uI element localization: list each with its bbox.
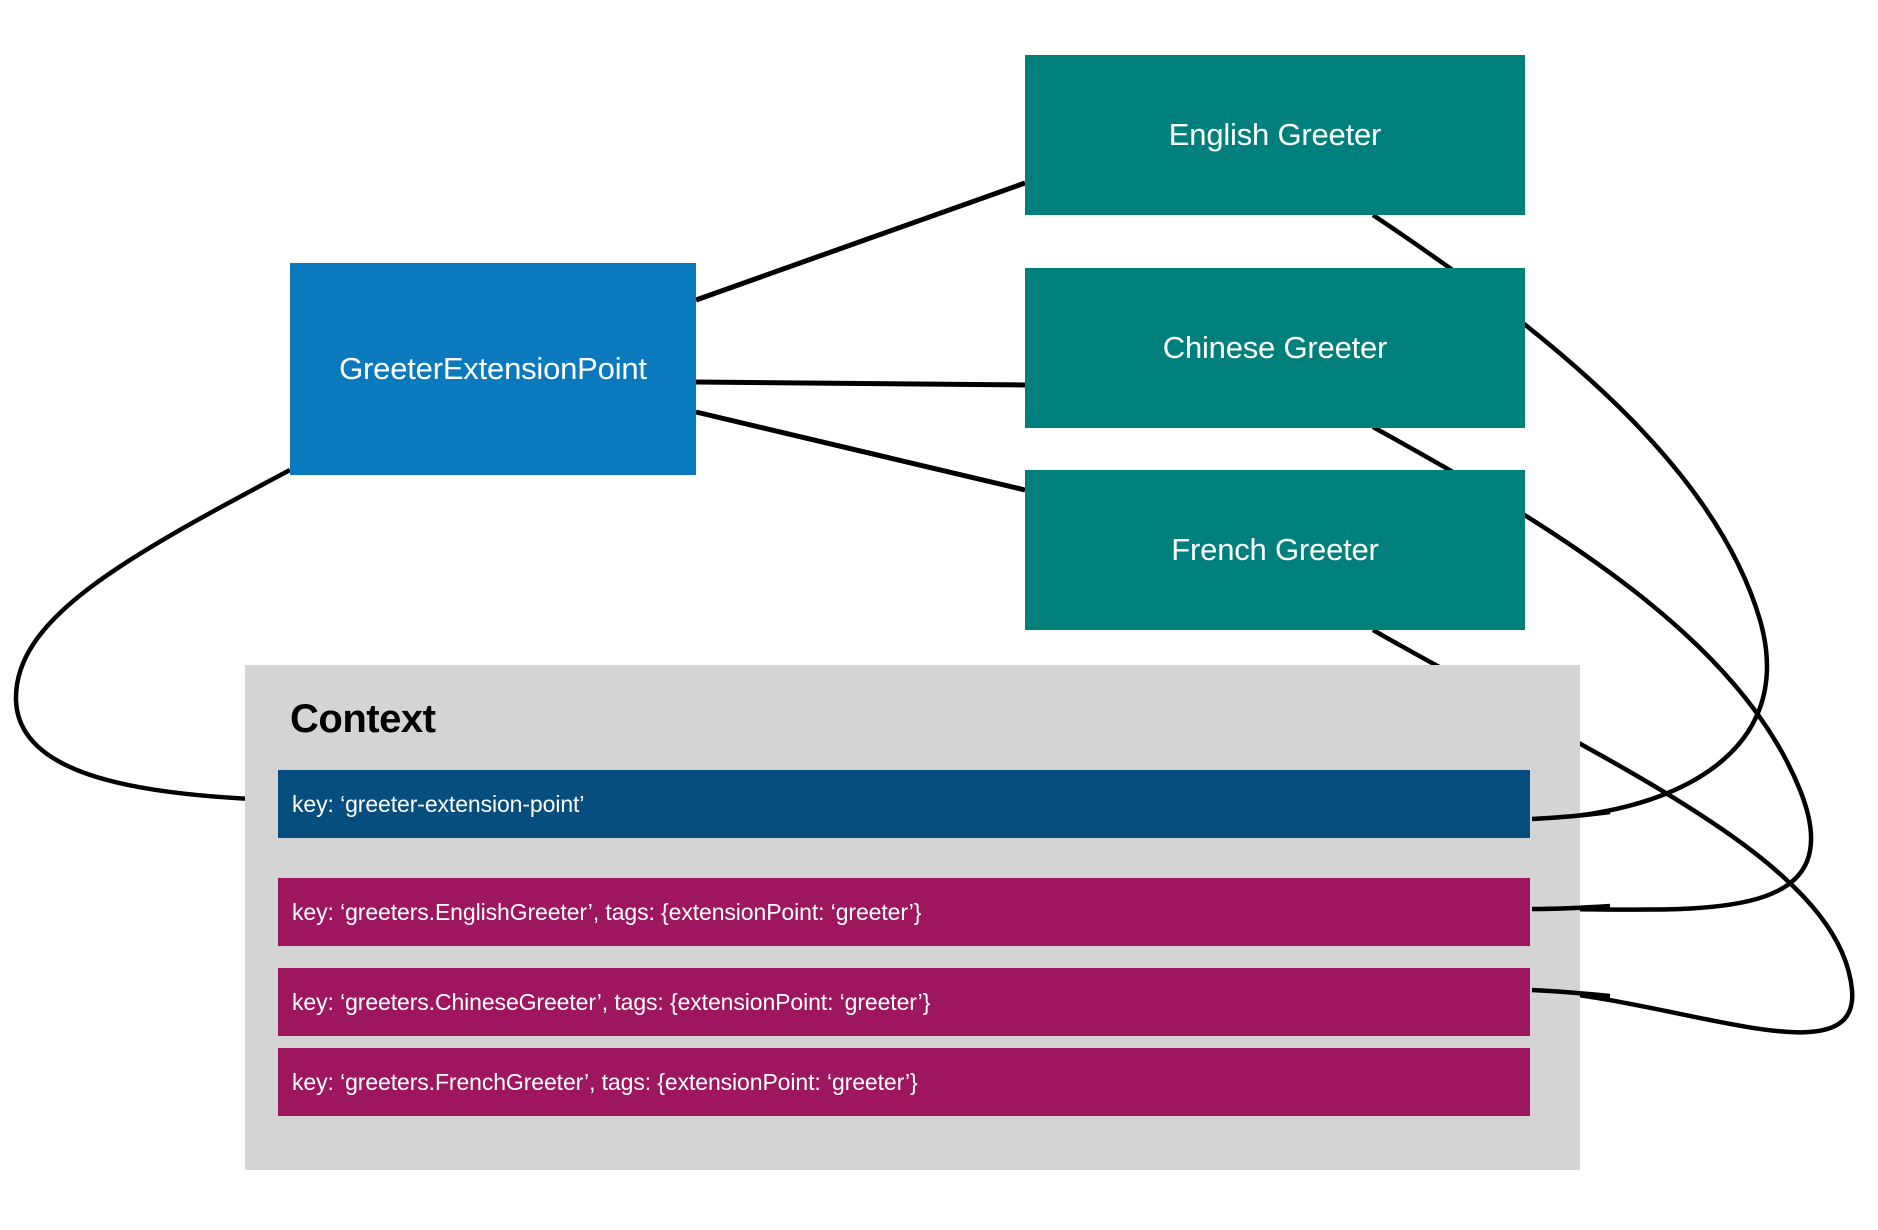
- edge-ep-to-french-greeter: [695, 409, 1026, 493]
- node-chinese-greeter[interactable]: Chinese Greeter: [1025, 268, 1525, 428]
- context-row-label: key: ‘greeters.ChineseGreeter’, tags: {e…: [292, 988, 931, 1015]
- context-row-label: key: ‘greeters.FrenchGreeter’, tags: {ex…: [292, 1068, 918, 1095]
- node-greeter-extension-point[interactable]: GreeterExtensionPoint: [290, 263, 696, 475]
- context-panel-title: Context: [290, 697, 436, 741]
- context-row-chinese-greeter-key[interactable]: key: ‘greeters.ChineseGreeter’, tags: {e…: [278, 968, 1530, 1036]
- context-panel: Context key: ‘greeter-extension-point’ k…: [245, 665, 1580, 1170]
- edge-ep-to-context-key-row: [13, 468, 292, 803]
- edge-english-greeter-to-context-row: [1371, 213, 1769, 822]
- edge-ep-to-chinese-greeter: [695, 379, 1026, 388]
- edge-english-greeter-overlay: [1531, 809, 1611, 822]
- node-french-greeter[interactable]: French Greeter: [1025, 470, 1525, 630]
- context-row-extension-point-key[interactable]: key: ‘greeter-extension-point’: [278, 770, 1530, 838]
- context-row-english-greeter-key[interactable]: key: ‘greeters.EnglishGreeter’, tags: {e…: [278, 878, 1530, 946]
- edge-chinese-greeter-overlay: [1531, 903, 1611, 912]
- edge-ep-to-english-greeter: [695, 180, 1026, 303]
- node-label: GreeterExtensionPoint: [339, 351, 647, 386]
- node-english-greeter[interactable]: English Greeter: [1025, 55, 1525, 215]
- node-label: English Greeter: [1168, 117, 1382, 152]
- context-row-label: key: ‘greeter-extension-point’: [292, 790, 585, 817]
- context-row-french-greeter-key[interactable]: key: ‘greeters.FrenchGreeter’, tags: {ex…: [278, 1048, 1530, 1116]
- node-label: Chinese Greeter: [1162, 330, 1388, 365]
- node-label: French Greeter: [1171, 532, 1379, 567]
- edge-french-greeter-overlay: [1531, 987, 1611, 999]
- edge-chinese-greeter-to-context-row: [1371, 425, 1814, 912]
- context-row-label: key: ‘greeters.EnglishGreeter’, tags: {e…: [292, 898, 922, 925]
